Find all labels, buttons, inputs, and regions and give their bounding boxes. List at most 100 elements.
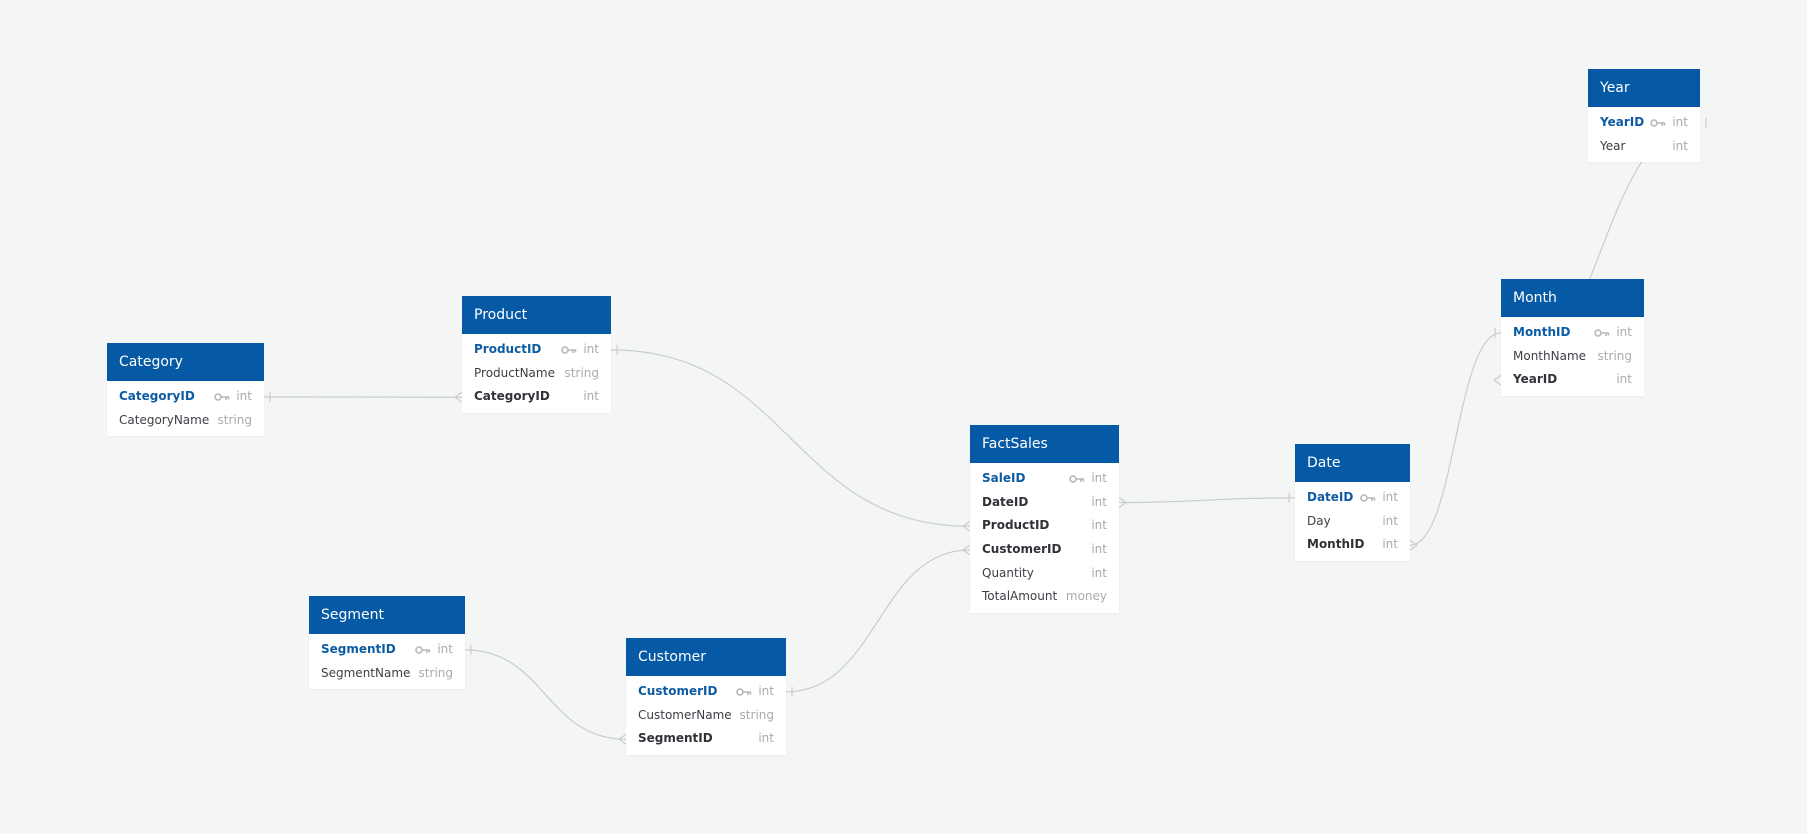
field-name: ProductID xyxy=(474,342,542,356)
field-type: int xyxy=(583,342,599,356)
field-name: MonthID xyxy=(1513,325,1571,339)
field-type: int xyxy=(437,642,453,656)
field-name: ProductID xyxy=(982,518,1050,533)
field-type: money xyxy=(1065,589,1107,604)
field-name: Day xyxy=(1307,513,1331,528)
field-name: MonthID xyxy=(1307,537,1365,552)
field-row[interactable]: MonthID int xyxy=(1295,533,1410,557)
field-row[interactable]: MonthName string xyxy=(1501,345,1644,369)
field-row[interactable]: SegmentID int xyxy=(309,638,465,662)
field-type: int xyxy=(1616,325,1632,339)
field-type: string xyxy=(217,412,252,427)
many-marker xyxy=(454,391,463,403)
field-row[interactable]: YearID int xyxy=(1501,368,1644,392)
field-name: SegmentName xyxy=(321,665,411,680)
field-name: DateID xyxy=(1307,490,1354,504)
field-row[interactable]: Year int xyxy=(1588,135,1700,159)
many-marker xyxy=(618,733,627,745)
field-type: int xyxy=(1091,494,1107,509)
field-name: Year xyxy=(1600,138,1626,153)
field-name: TotalAmount xyxy=(982,589,1058,604)
table-header[interactable]: Product xyxy=(462,296,611,334)
field-name: SegmentID xyxy=(321,642,396,656)
table-header[interactable]: Customer xyxy=(626,638,786,676)
key-icon xyxy=(561,346,577,354)
field-name: YearID xyxy=(1600,115,1645,129)
table-header[interactable]: Month xyxy=(1501,279,1644,317)
field-type: int xyxy=(1382,490,1398,504)
field-name: SegmentID xyxy=(638,731,713,746)
relationship-line xyxy=(1118,497,1296,504)
relationship-line xyxy=(785,549,971,693)
many-marker xyxy=(1409,539,1418,551)
field-type: string xyxy=(1597,348,1632,363)
field-type: string xyxy=(739,707,774,722)
field-type: int xyxy=(1091,565,1107,580)
field-row[interactable]: ProductName string xyxy=(462,362,611,386)
relationship-line xyxy=(1409,332,1502,546)
field-type: int xyxy=(1091,542,1107,557)
table-header[interactable]: Date xyxy=(1295,444,1410,482)
field-type: int xyxy=(758,684,774,698)
field-type: int xyxy=(1616,372,1632,387)
field-type: int xyxy=(1672,138,1688,153)
key-icon xyxy=(415,646,431,654)
field-type: string xyxy=(564,365,599,380)
field-row[interactable]: ProductID int xyxy=(462,338,611,362)
field-row[interactable]: Day int xyxy=(1295,510,1410,534)
field-name: CategoryName xyxy=(119,412,210,427)
field-row[interactable]: DateID int xyxy=(1295,486,1410,510)
field-row[interactable]: TotalAmount money xyxy=(970,585,1119,609)
field-name: Quantity xyxy=(982,565,1034,580)
field-type: int xyxy=(758,731,774,746)
field-name: CustomerName xyxy=(638,707,732,722)
key-icon xyxy=(736,688,752,696)
field-name: CustomerID xyxy=(982,542,1062,557)
field-type: int xyxy=(1382,537,1398,552)
field-type: int xyxy=(1382,513,1398,528)
field-name: CategoryID xyxy=(474,389,550,404)
field-row[interactable]: CustomerID int xyxy=(970,538,1119,562)
table-header[interactable]: Year xyxy=(1588,69,1700,107)
field-name: ProductName xyxy=(474,365,555,380)
field-row[interactable]: Quantity int xyxy=(970,562,1119,586)
field-name: YearID xyxy=(1513,372,1558,387)
table-header[interactable]: Category xyxy=(107,343,264,381)
table-header[interactable]: Segment xyxy=(309,596,465,634)
table-header[interactable]: FactSales xyxy=(970,425,1119,463)
relationship-line xyxy=(464,649,627,740)
field-row[interactable]: MonthID int xyxy=(1501,321,1644,345)
many-marker xyxy=(962,544,971,556)
key-icon xyxy=(1594,329,1610,337)
field-row[interactable]: CategoryName string xyxy=(107,409,264,433)
field-type: int xyxy=(1091,471,1107,485)
field-name: CategoryID xyxy=(119,389,195,403)
field-name: MonthName xyxy=(1513,348,1587,363)
field-row[interactable]: CustomerName string xyxy=(626,704,786,728)
field-row[interactable]: SegmentID int xyxy=(626,727,786,751)
many-marker xyxy=(1493,374,1502,386)
